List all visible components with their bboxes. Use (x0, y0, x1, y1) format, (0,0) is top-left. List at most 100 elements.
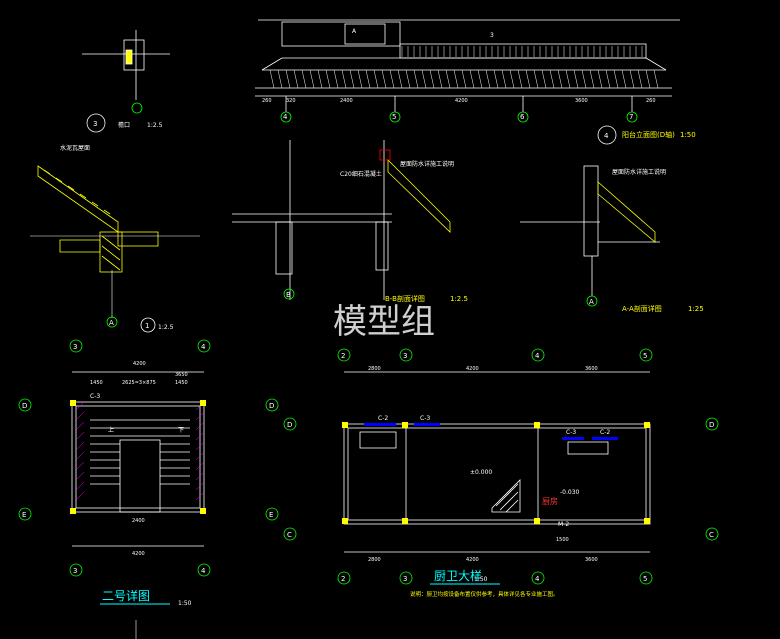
kb-axis-top-1: 2 (341, 352, 345, 360)
kb-window-c3b: C-3 (566, 429, 576, 436)
detail-1-lines (30, 235, 200, 318)
stair-axis-side-2: E (22, 511, 26, 519)
elev-label-a: A (352, 28, 357, 35)
stair-axis-bottom-2: 4 (201, 567, 206, 575)
aa-title: A-A剖面详图 (622, 304, 662, 313)
stair-axis-top-2: 4 (201, 343, 206, 351)
aa-note: 屋面防水详施工说明 (612, 168, 666, 176)
stair-axis-side-3: D (269, 402, 274, 410)
stair-axis-top-1: 3 (73, 343, 77, 351)
stair-axis-side-1: D (22, 402, 27, 410)
kb-dim-top-2: 4200 (466, 366, 479, 372)
stair-column-marks (70, 400, 206, 514)
detail-4-scale: 1:50 (680, 131, 696, 139)
stair-detail-plan (71, 371, 205, 547)
kb-scale: 1:50 (474, 576, 488, 583)
detail-1-index-circle (140, 317, 156, 333)
stair-label-down: 下 (178, 427, 184, 434)
detail-1-note: 水泥瓦屋面 (60, 144, 90, 152)
detail-3-index-circle (86, 113, 106, 133)
bb-axis-label: B (286, 291, 291, 299)
detail-4-index-circle (597, 125, 617, 145)
stair-label-up: 上 (108, 426, 114, 434)
kb-elevation-2: -0.030 (560, 489, 580, 496)
stair-dim-top-2: 2625=3×875 (122, 380, 156, 386)
detail-3-scale: 1:2.5 (147, 122, 163, 129)
kb-window-c3: C-3 (420, 415, 430, 422)
elevation-axis-markers (280, 111, 638, 123)
elev-axis-4: 7 (629, 113, 633, 121)
kb-dim-bottom-1: 2800 (368, 557, 381, 563)
kb-dim-bottom-2: 4200 (466, 557, 479, 563)
stair-axis-side-4: E (269, 511, 273, 519)
bb-axis-circle (283, 288, 295, 300)
aa-axis-circle (586, 295, 598, 307)
kb-axis-bottom-1: 2 (341, 575, 345, 583)
elev-dim-5: 3600 (575, 98, 588, 104)
stair-axis-bottom-1: 3 (73, 567, 77, 575)
elev-dim-4: 4200 (455, 98, 468, 104)
elev-dim-3: 2400 (340, 98, 353, 104)
aa-scale: 1:25 (688, 305, 704, 313)
stair-window-label: C-3 (90, 393, 100, 400)
detail-3-eaves (82, 30, 170, 100)
kb-axis-bottom-4: 5 (643, 575, 647, 583)
bb-scale: 1:2.5 (450, 295, 468, 303)
kb-elevation-1: ±0.000 (470, 469, 492, 476)
stair-dim-top-4: 3650 (175, 372, 188, 378)
detail-1-scale: 1:2.5 (158, 324, 174, 331)
elev-axis-2: 5 (392, 113, 396, 121)
kb-axis-top-4: 5 (643, 352, 647, 360)
kitchen-bath-columns (342, 422, 650, 524)
kb-axis-side-2: C (287, 531, 292, 539)
kitchen-bath-windows (364, 423, 618, 440)
detail-3-index: 3 (93, 120, 97, 128)
stair-dim-bottom-2: 4200 (132, 551, 145, 557)
roof-elevation (255, 19, 680, 112)
kb-axis-bottom-3: 4 (535, 575, 540, 583)
elev-axis-3: 6 (520, 113, 525, 121)
kb-dim-top-1: 2800 (368, 366, 381, 372)
kb-window-c2b: C-2 (600, 429, 610, 436)
stair-dim-top-1: 1450 (90, 380, 103, 386)
kb-axis-top-2: 3 (403, 352, 407, 360)
elev-dim-1: 260 (262, 98, 272, 104)
stair-dim-bottom-1: 2400 (132, 518, 145, 524)
detail-1-section (37, 165, 159, 273)
stair-axis-markers (18, 339, 279, 577)
kb-axis-top-3: 4 (535, 352, 540, 360)
stair-scale: 1:50 (178, 600, 192, 607)
detail-4-index: 4 (604, 132, 609, 140)
bb-title: B-B剖面详图 (385, 294, 425, 303)
elev-axis-1: 4 (283, 113, 288, 121)
kb-window-c2: C-2 (378, 415, 388, 422)
detail-3-axis-circle (131, 102, 143, 114)
kb-dim-bottom-3: 3600 (585, 557, 598, 563)
kb-title: 厨卫大样 (434, 568, 482, 583)
kb-axis-side-3: D (709, 421, 714, 429)
kb-axis-side-1: D (287, 421, 292, 429)
kb-door-label: M-2 (558, 521, 569, 528)
elev-dim-2: 320 (286, 98, 296, 104)
stair-wall-hatch (75, 401, 205, 501)
kitchen-bath-plan (343, 371, 651, 553)
stair-title: 二号详图 (102, 588, 150, 603)
detail-1-index: 1 (145, 322, 149, 330)
watermark-text: 模型组 (333, 302, 435, 342)
kb-room-label: 厨房 (542, 496, 558, 506)
detail-1-axis-label: A (109, 319, 114, 327)
kb-axis-side-4: C (709, 531, 714, 539)
bb-note-1: 屋面防水详施工说明 (400, 160, 454, 168)
stair-dim-top-total: 4200 (133, 361, 146, 367)
detail-4-title: 阳台立面图(D轴) (622, 130, 675, 139)
stair-dim-top-3: 1450 (175, 380, 188, 386)
bb-note-2: C20细石混凝土 (340, 170, 382, 178)
aa-axis-label: A (589, 298, 594, 306)
detail-1-axis-circle (106, 316, 118, 328)
kb-axis-bottom-2: 3 (403, 575, 407, 583)
kb-note: 说明：厨卫均按设备布置仅供参考，具体详见各专业施工图。 (410, 590, 559, 598)
kb-dim-top-3: 3600 (585, 366, 598, 372)
kb-axis-markers (283, 348, 719, 585)
